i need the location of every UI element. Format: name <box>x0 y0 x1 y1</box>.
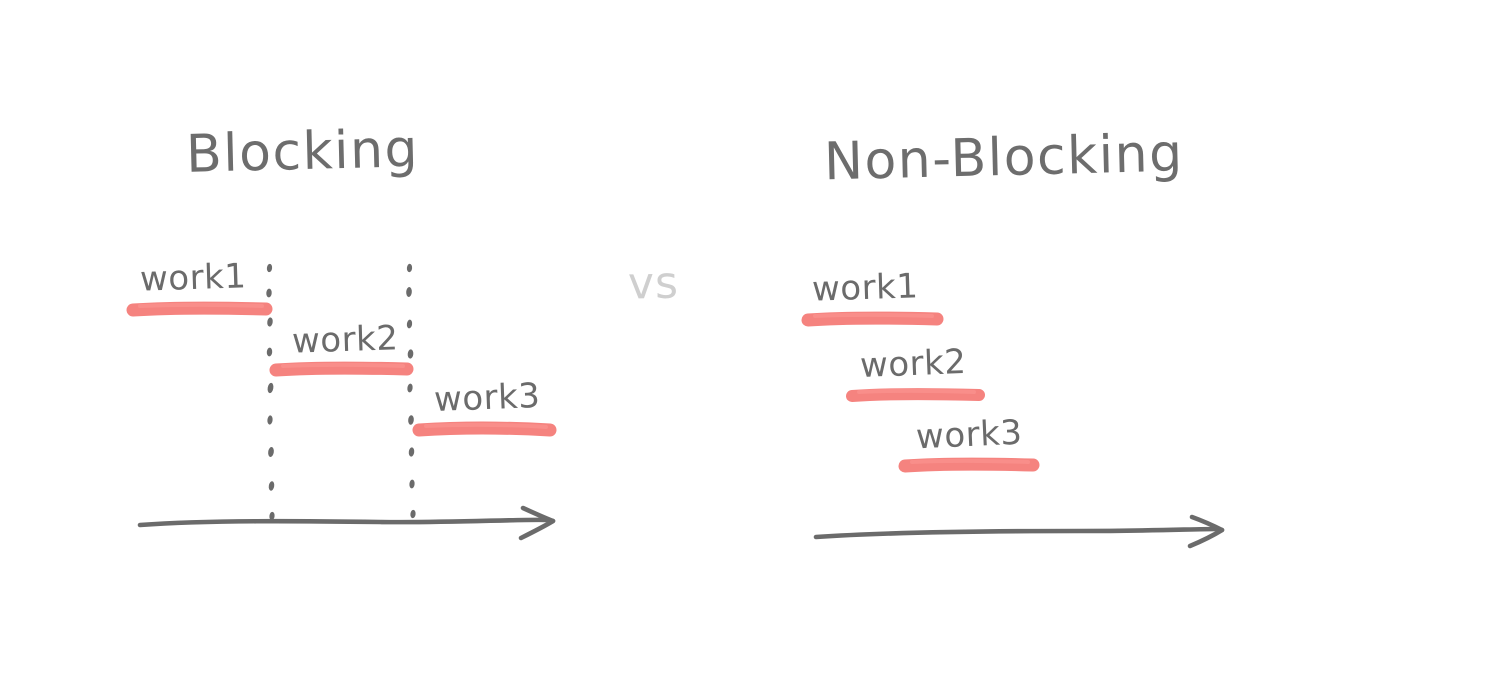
bar-nonblocking-work2 <box>846 388 985 402</box>
timeline-arrowhead-right-lower <box>1187 527 1225 549</box>
task-label-blocking-work2: work2 <box>291 318 400 362</box>
task-label-nonblocking-work3: work3 <box>915 412 1024 458</box>
separator-vs-label: vs <box>627 257 680 310</box>
timeline-axis-left <box>137 517 551 528</box>
bar-blocking-work1 <box>126 301 273 317</box>
bar-blocking-work3 <box>412 421 557 437</box>
task-label-nonblocking-work2: work2 <box>859 341 968 387</box>
task-label-blocking-work1: work1 <box>139 256 248 300</box>
bar-nonblocking-work1 <box>801 311 944 327</box>
bar-nonblocking-work3 <box>898 457 1040 473</box>
timeline-arrowhead-left-lower <box>518 518 556 541</box>
divider-line-2 <box>406 263 416 519</box>
divider-line-1 <box>266 263 275 521</box>
task-label-blocking-work3: work3 <box>433 375 542 421</box>
bar-blocking-work2 <box>269 361 414 377</box>
timeline-axis-right <box>813 526 1221 540</box>
panel-title-blocking: Blocking <box>185 119 420 185</box>
panel-title-non-blocking: Non-Blocking <box>823 123 1185 193</box>
task-label-nonblocking-work1: work1 <box>811 266 920 310</box>
